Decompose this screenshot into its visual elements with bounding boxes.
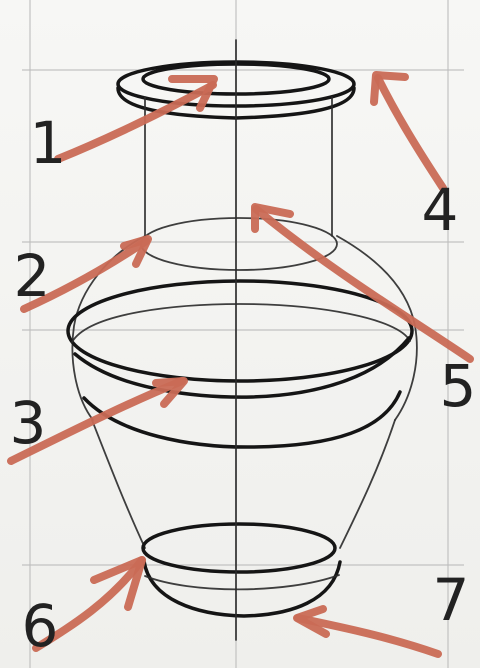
callout-6: 6 (22, 592, 59, 660)
annotation-arrows (11, 75, 470, 654)
callout-3: 3 (10, 389, 47, 457)
callout-5: 5 (440, 352, 477, 420)
callout-1: 1 (30, 109, 67, 177)
callout-7: 7 (433, 566, 470, 634)
arrow-7 (298, 618, 438, 654)
callout-2: 2 (14, 242, 51, 310)
callout-labels: 1 2 3 4 5 6 7 (10, 109, 477, 660)
callout-4: 4 (422, 176, 459, 244)
construction-grid (22, 0, 464, 668)
arrow-4 (378, 78, 443, 188)
